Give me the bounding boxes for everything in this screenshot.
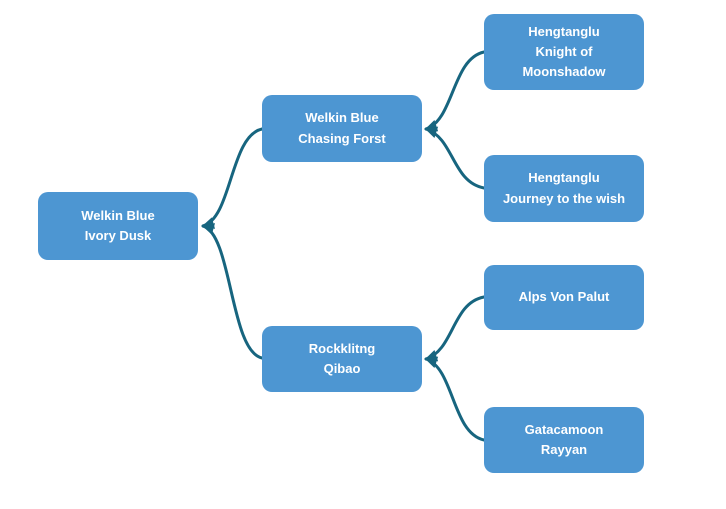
node-hengtanglu-knight[interactable]: Hengtanglu Knight of Moonshadow (484, 14, 644, 90)
node-label: Rockklitng Qibao (308, 340, 376, 376)
connector-qibao-to-root (201, 223, 264, 360)
node-label: Gatacamoon Rayyan (524, 421, 604, 457)
node-gatacamoon-rayyan[interactable]: Gatacamoon Rayyan (484, 407, 644, 473)
node-welkin-chasing-forst[interactable]: Welkin Blue Chasing Forst (262, 95, 422, 162)
node-label: Alps Von Palut (518, 289, 610, 305)
node-label: Hengtanglu Knight of Moonshadow (522, 23, 606, 80)
node-alps-von-palut[interactable]: Alps Von Palut (484, 265, 644, 330)
node-hengtanglu-journey[interactable]: Hengtanglu Journey to the wish (484, 155, 644, 222)
node-welkin-ivory-dusk[interactable]: Welkin Blue Ivory Dusk (38, 192, 198, 260)
connector-journey-to-chasing (424, 126, 486, 190)
connector-chasing-to-root (201, 127, 264, 229)
node-label: Welkin Blue Ivory Dusk (81, 207, 155, 243)
connector-gata-to-qibao (424, 356, 486, 442)
node-rockklitng-qibao[interactable]: Rockklitng Qibao (262, 326, 422, 392)
node-label: Welkin Blue Chasing Forst (298, 110, 386, 146)
connector-alps-to-qibao (424, 295, 486, 362)
node-label: Hengtanglu Journey to the wish (502, 170, 626, 206)
connector-knight-to-chasing (424, 50, 486, 132)
